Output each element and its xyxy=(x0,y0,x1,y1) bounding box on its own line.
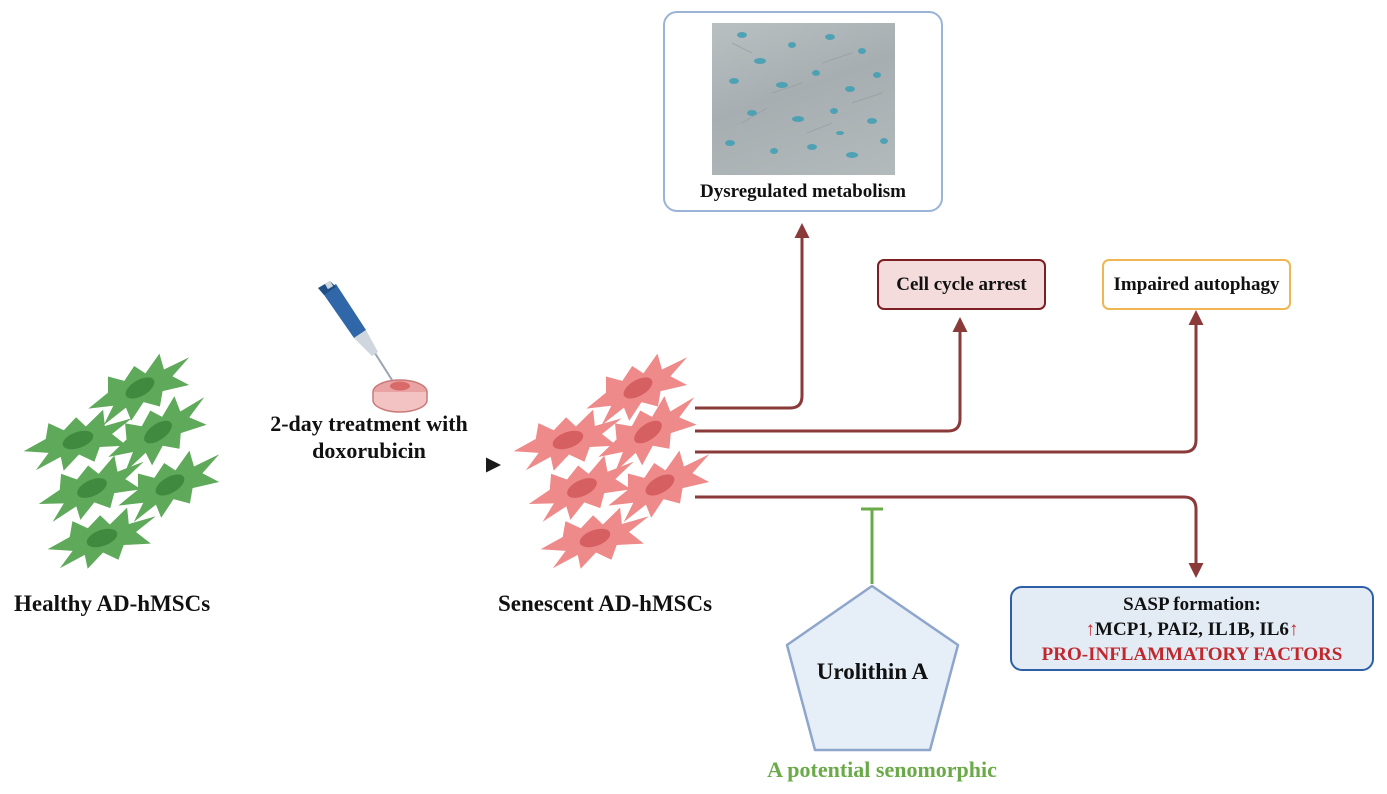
senescent-cell-icon xyxy=(521,439,646,535)
senescent-cell-icon xyxy=(534,493,659,582)
urolithin-pentagon xyxy=(785,584,960,752)
sasp-markers-line: ↑MCP1, PAI2, IL1B, IL6↑ xyxy=(1012,617,1372,642)
senescent-cell-icon xyxy=(577,336,702,439)
cell-cycle-label: Cell cycle arrest xyxy=(896,273,1027,295)
arrow-to-metabolism xyxy=(695,223,810,410)
healthy-cells-cluster xyxy=(17,336,234,582)
treatment-label: 2-day treatment with doxorubicin xyxy=(238,410,500,464)
up-arrow-icon: ↑ xyxy=(1085,619,1096,640)
sasp-factors: PRO-INFLAMMATORY FACTORS xyxy=(1041,644,1343,665)
metabolism-label: Dysregulated metabolism xyxy=(700,181,906,202)
healthy-cell-icon xyxy=(31,439,156,535)
treatment-label-line1: 2-day treatment with xyxy=(270,411,468,436)
sasp-box: SASP formation: ↑MCP1, PAI2, IL1B, IL6↑ … xyxy=(1010,586,1374,671)
senescent-cell-icon xyxy=(599,433,724,536)
senomorphic-label: A potential senomorphic xyxy=(767,757,997,782)
arrow-to-sasp xyxy=(695,495,1204,578)
healthy-cell-icon xyxy=(98,377,221,485)
microscopy-image xyxy=(712,23,895,175)
healthy-label: Healthy AD-hMSCs xyxy=(14,591,211,616)
senescent-cells-cluster xyxy=(507,336,724,582)
sasp-title: SASP formation: xyxy=(1123,594,1261,615)
pipette-icon xyxy=(318,280,393,381)
inhibition-line xyxy=(861,507,883,584)
healthy-cell-icon xyxy=(79,336,204,439)
healthy-cell-icon xyxy=(41,493,166,582)
autophagy-label: Impaired autophagy xyxy=(1113,273,1280,295)
treatment-label-line2: doxorubicin xyxy=(312,438,426,463)
healthy-cell-icon xyxy=(17,395,142,484)
urolithin-label: Urolithin A xyxy=(816,659,929,684)
up-arrow-icon: ↑ xyxy=(1288,619,1299,640)
cell-cycle-box: Cell cycle arrest xyxy=(877,259,1046,310)
senescent-cell-icon xyxy=(588,377,711,485)
healthy-cell-icon xyxy=(109,433,234,536)
arrow-to-autophagy xyxy=(695,310,1204,454)
petri-dish-icon xyxy=(372,379,428,413)
senescent-cell-icon xyxy=(507,395,632,484)
arrow-to-cell-cycle xyxy=(695,317,968,433)
senescent-label: Senescent AD-hMSCs xyxy=(498,591,713,616)
autophagy-box: Impaired autophagy xyxy=(1102,259,1291,310)
sasp-markers: MCP1, PAI2, IL1B, IL6 xyxy=(1095,619,1289,640)
